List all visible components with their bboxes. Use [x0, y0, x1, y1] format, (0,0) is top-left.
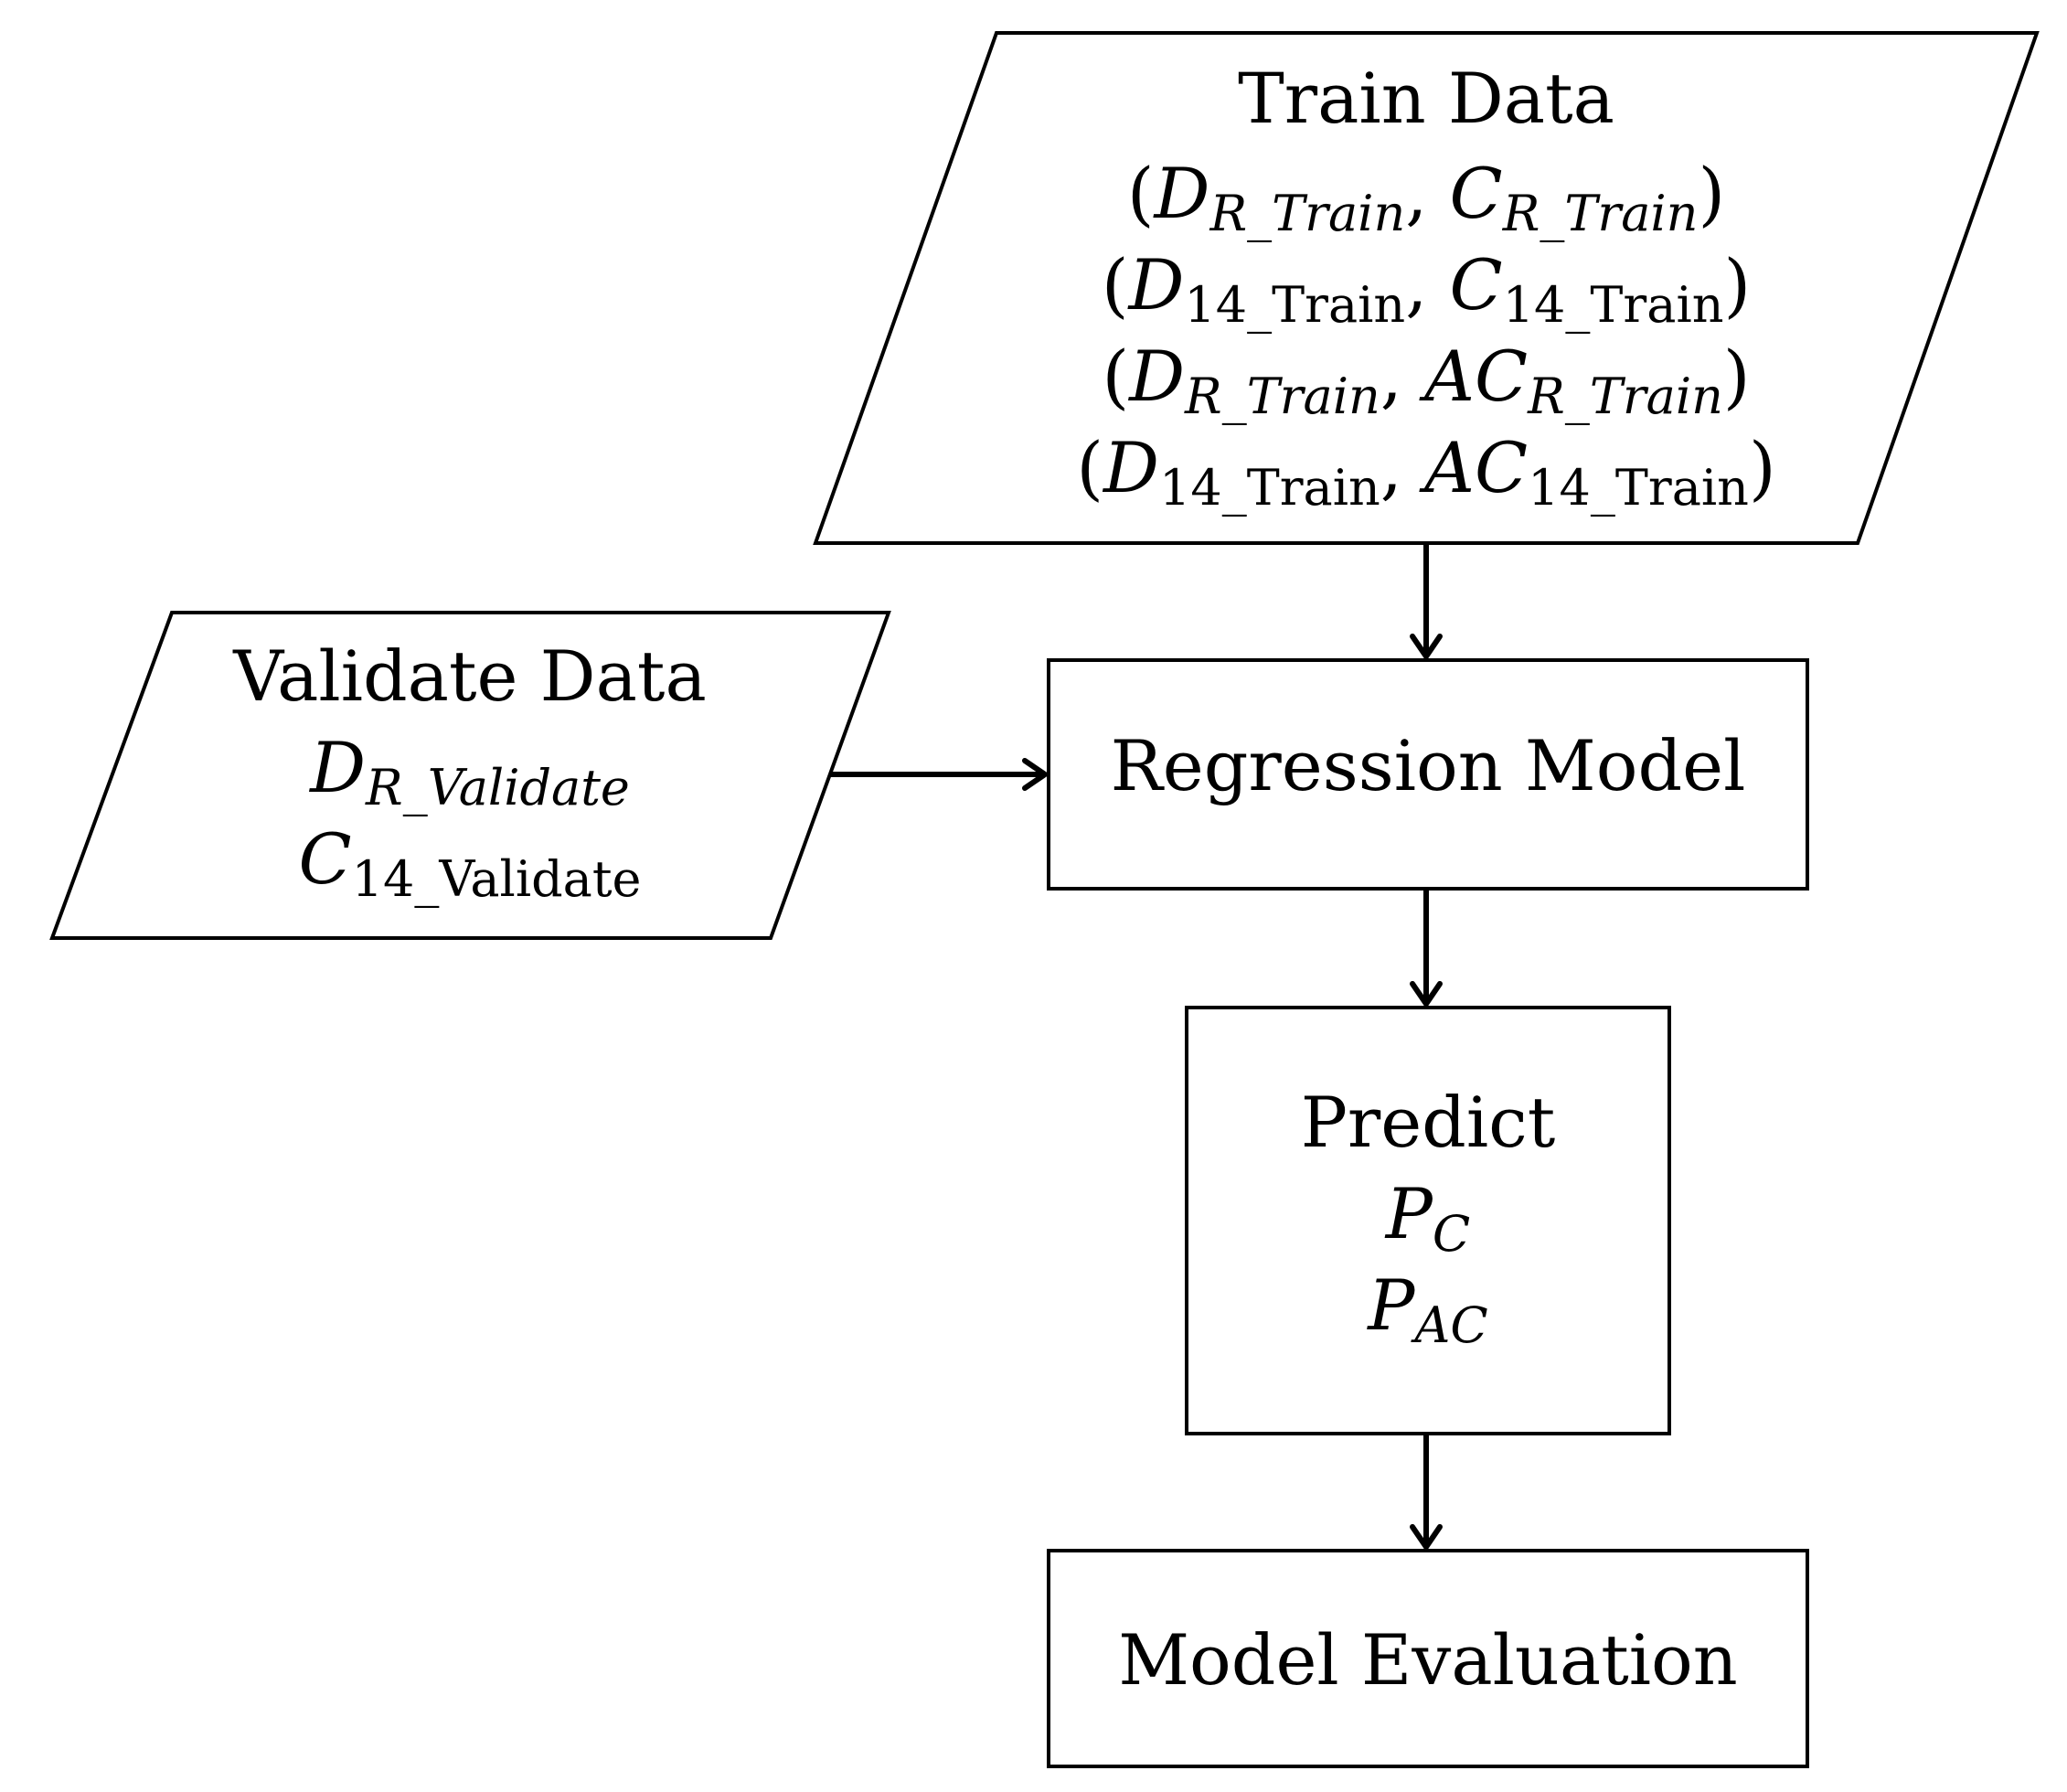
arrowhead-down-icon	[1410, 634, 1443, 659]
train-data-title: Train Data	[1238, 58, 1614, 139]
edge-validate-to-regression	[829, 758, 1048, 791]
train-data-line-1: (DR_Train, CR_Train)	[1127, 153, 1725, 242]
model-evaluation-node: Model Evaluation	[1047, 1549, 1809, 1768]
model-evaluation-shape	[1047, 1549, 1809, 1768]
predict-line-2: PAC	[1366, 1264, 1487, 1354]
train-data-line-2: (D14_Train, C14_Train)	[1102, 244, 1751, 334]
train-data-line-3: (DR_Train, ACR_Train)	[1102, 336, 1750, 425]
predict-title: Predict	[1301, 1082, 1556, 1163]
predict-line-1: PC	[1384, 1173, 1470, 1263]
validate-data-node: Validate Data DR_Validate C14_Validate	[49, 611, 891, 940]
predict-shape	[1185, 1006, 1671, 1435]
arrowhead-down-icon	[1410, 1524, 1443, 1550]
edge-predict-to-evaluation	[1410, 1434, 1443, 1550]
edge-train-to-regression	[1410, 543, 1443, 659]
train-data-shape	[813, 31, 2040, 545]
train-data-node: Train Data (DR_Train, CR_Train) (D14_Tra…	[813, 31, 2040, 545]
validate-data-line-2: C14_Validate	[298, 818, 641, 908]
train-data-line-4: (D14_Train, AC14_Train)	[1076, 427, 1775, 517]
validate-data-title: Validate Data	[232, 635, 707, 717]
arrowhead-down-icon	[1410, 981, 1443, 1007]
validate-data-shape	[49, 611, 891, 940]
model-evaluation-title: Model Evaluation	[1118, 1619, 1738, 1701]
arrowhead-right-icon	[1022, 758, 1048, 791]
regression-model-title: Regression Model	[1111, 725, 1746, 806]
edge-regression-to-predict	[1410, 889, 1443, 1007]
validate-data-line-1: DR_Validate	[308, 727, 630, 816]
regression-model-node: Regression Model	[1047, 658, 1809, 891]
regression-model-shape	[1047, 658, 1809, 891]
predict-node: Predict PC PAC	[1185, 1006, 1671, 1435]
